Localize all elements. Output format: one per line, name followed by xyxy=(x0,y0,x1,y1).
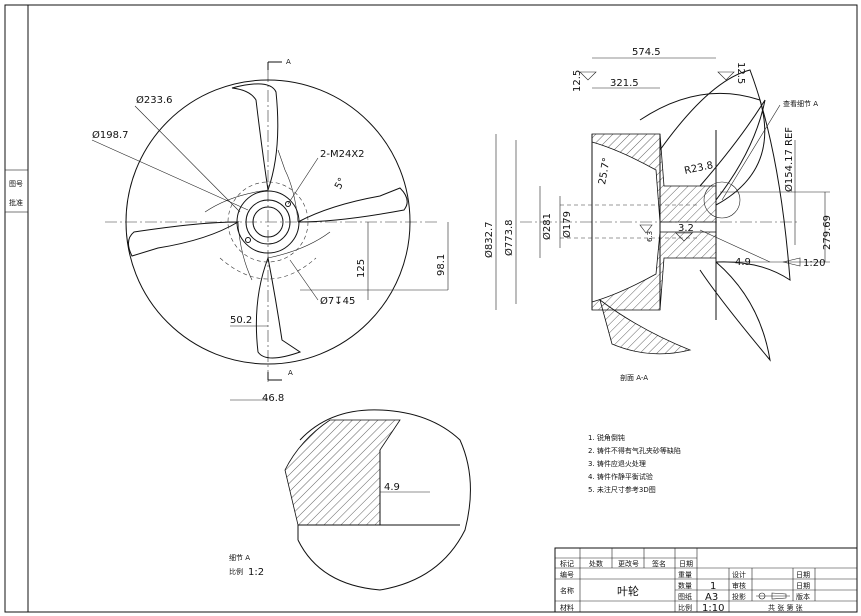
dim-thread: 2-M24X2 xyxy=(320,149,365,160)
projection-symbol-icon xyxy=(756,592,790,600)
tb-name-label: 名称 xyxy=(560,586,574,595)
dim-125: 125 xyxy=(356,259,367,278)
dim-321-5: 321.5 xyxy=(610,78,639,89)
taper-label: 1:20 xyxy=(803,258,825,269)
title-block xyxy=(554,547,858,613)
side-label-box xyxy=(4,169,29,213)
detail-callout: 查看细节 A xyxy=(783,99,818,108)
side-label-2: 批准 xyxy=(9,198,23,207)
note-2: 2. 铸件不得有气孔夹砂等缺陷 xyxy=(588,446,681,455)
detail-view xyxy=(284,409,471,591)
tb-qty: 1 xyxy=(710,581,716,592)
tb-design-label: 设计 xyxy=(732,570,746,579)
dim-hole: Ø7↧45 xyxy=(320,295,355,307)
tb-scale: 1:10 xyxy=(702,603,724,614)
tb-version-label: 版本 xyxy=(796,592,810,601)
dim-d179: Ø179 xyxy=(561,211,573,238)
section-title: 剖面 A-A xyxy=(620,373,648,382)
tb-sheet: A3 xyxy=(705,592,718,603)
tb-header-sign: 签名 xyxy=(652,559,666,568)
section-marker-bottom: A xyxy=(288,369,293,377)
detail-scale: 1:2 xyxy=(248,567,264,578)
front-view xyxy=(91,61,449,401)
dim-d233-6: Ø233.6 xyxy=(136,94,173,106)
dim-12-5-right: 12.5 xyxy=(735,62,746,84)
side-label-1: 图号 xyxy=(9,180,23,188)
sheet-border xyxy=(4,4,858,613)
tb-part-name: 叶轮 xyxy=(617,584,639,598)
dim-279-69: 279.69 xyxy=(822,215,833,250)
tb-header-mark: 标记 xyxy=(560,559,574,568)
detail-label: 细节 A xyxy=(229,553,250,562)
tb-weight-label: 重量 xyxy=(678,571,692,579)
section-marker-top: A xyxy=(286,58,291,66)
tb-date-label-1: 日期 xyxy=(796,571,810,579)
dim-d832-7: Ø832.7 xyxy=(483,222,495,259)
tb-date-label-2: 日期 xyxy=(796,582,810,590)
tb-qty-label: 数量 xyxy=(678,581,692,590)
tb-code-label: 编号 xyxy=(560,570,574,579)
note-4: 4. 铸件作静平衡试验 xyxy=(588,472,653,481)
dim-4-9: 4.9 xyxy=(735,257,751,268)
tb-sheet-label: 图纸 xyxy=(678,592,692,601)
note-5: 5. 未注尺寸参考3D图 xyxy=(588,485,656,494)
note-1: 1. 锐角倒钝 xyxy=(588,433,625,442)
tb-projection-label: 投影 xyxy=(732,592,746,601)
dim-d773-8: Ø773.8 xyxy=(503,220,515,257)
dim-d281: Ø281 xyxy=(541,213,553,240)
dim-50-2: 50.2 xyxy=(230,315,252,326)
tb-review-label: 审核 xyxy=(732,581,746,590)
dim-3-2: 3.2 xyxy=(678,223,694,234)
dim-d154-ref: Ø154.17 REF xyxy=(783,127,795,192)
dim-angle-5: 5° xyxy=(333,176,348,191)
dim-d198-7: Ø198.7 xyxy=(92,129,129,141)
dim-6-3: 6.3 xyxy=(646,231,654,242)
detail-scale-label: 比例 xyxy=(229,567,243,576)
dim-98-1: 98.1 xyxy=(436,254,447,276)
tb-header-date: 日期 xyxy=(679,560,693,568)
section-view xyxy=(495,57,830,362)
detail-dim-4-9: 4.9 xyxy=(384,482,400,493)
tb-scale-label: 比例 xyxy=(678,603,692,612)
dim-angle-25-7: 25.7° xyxy=(597,157,613,186)
tb-header-change: 更改号 xyxy=(618,559,639,568)
dim-12-5-left: 12.5 xyxy=(572,70,583,92)
tb-material-label: 材料 xyxy=(560,603,574,612)
tb-header-count: 处数 xyxy=(589,559,603,568)
dim-46-8: 46.8 xyxy=(262,393,284,404)
dim-574-5: 574.5 xyxy=(632,47,661,58)
note-3: 3. 铸件应退火处理 xyxy=(588,459,646,468)
tb-sheets-text: 共 张 第 张 xyxy=(768,603,803,612)
